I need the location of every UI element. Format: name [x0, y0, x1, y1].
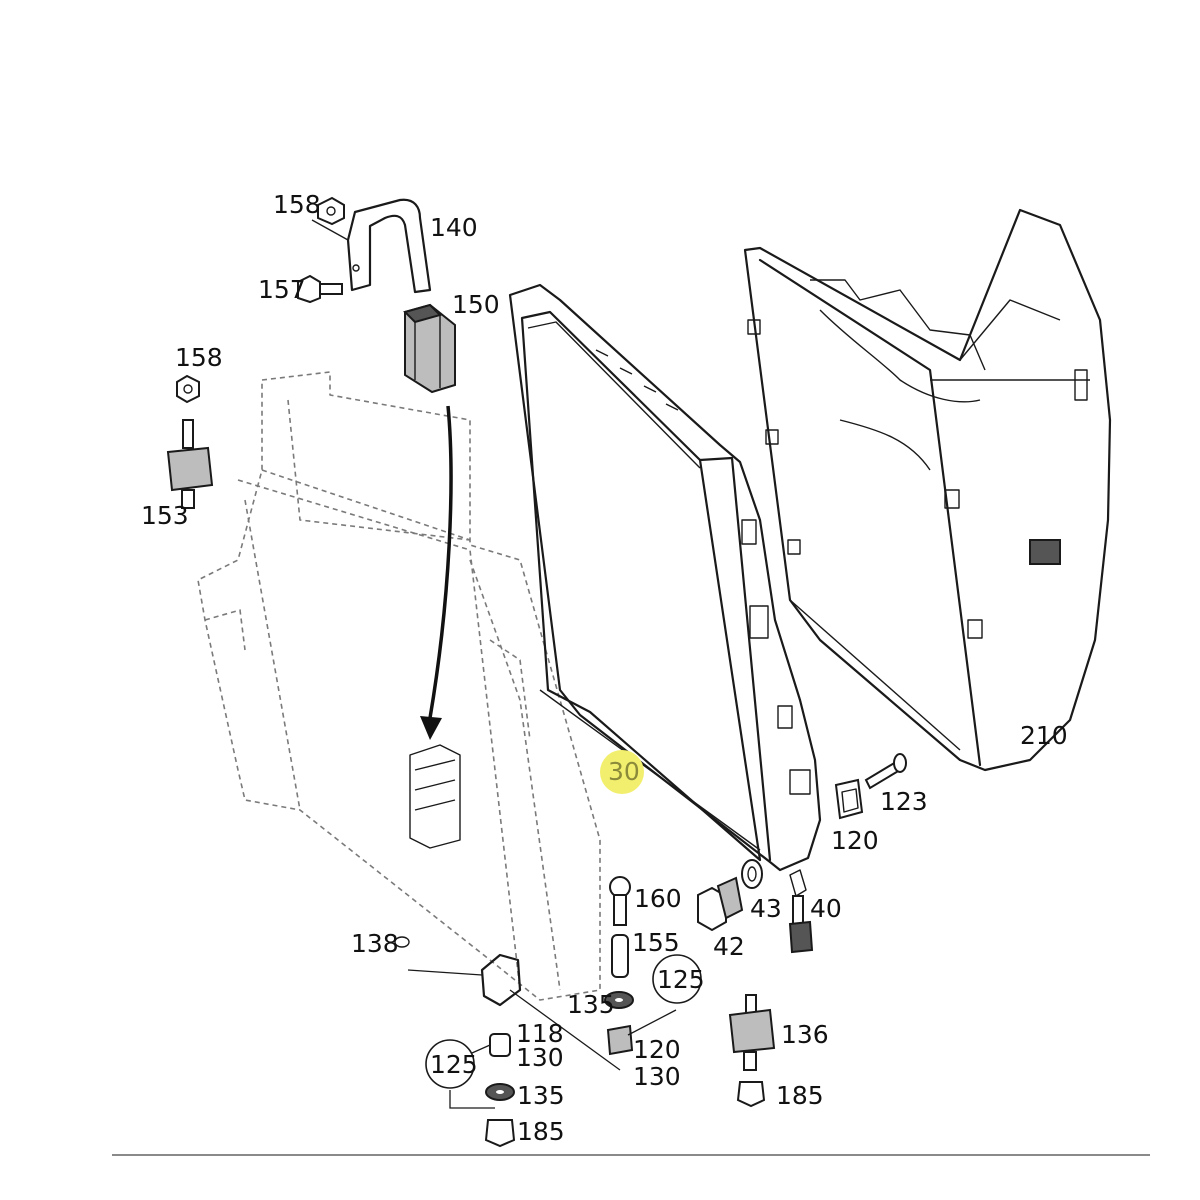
callout-42: 42 — [713, 932, 745, 961]
connector-on-module — [409, 744, 461, 849]
callout-123: 123 — [880, 787, 928, 816]
rubber-mount-part-153 — [166, 419, 214, 509]
callout-157: 157 — [258, 275, 306, 304]
washer-part-138 — [394, 936, 410, 948]
callout-125-low: 125 — [430, 1050, 478, 1079]
circle-125-mid — [652, 954, 702, 1004]
cap-part-185-right — [736, 1081, 766, 1108]
leader-lines — [311, 219, 677, 1109]
spacer-part-155 — [611, 934, 629, 978]
rubber-block-part-150 — [403, 303, 456, 394]
highlight-marker-30 — [600, 750, 644, 794]
callout-158-top: 158 — [273, 190, 321, 219]
bushing-part-118 — [489, 1033, 511, 1057]
bushing-part-120-right — [834, 778, 864, 820]
nut-part-158-left — [176, 374, 200, 404]
callout-138: 138 — [351, 929, 399, 958]
callout-30: 30 — [608, 757, 640, 786]
pin-part-123 — [864, 753, 907, 790]
callout-185-right: 185 — [776, 1081, 824, 1110]
rubber-mount-part-136 — [728, 994, 776, 1071]
washer-part-135-low — [485, 1083, 515, 1101]
sensor-part-40 — [788, 869, 814, 954]
callout-160: 160 — [634, 884, 682, 913]
bolt-part-160 — [609, 876, 631, 926]
drain-plug-part-42 — [697, 876, 744, 932]
callout-135-mid: 135 — [567, 990, 615, 1019]
callout-155: 155 — [632, 928, 680, 957]
callout-136: 136 — [781, 1020, 829, 1049]
callout-135-low: 135 — [517, 1081, 565, 1110]
nut-part-158-top — [317, 196, 345, 226]
callout-185-low: 185 — [517, 1117, 565, 1146]
washer-part-43 — [741, 859, 763, 889]
callout-140: 140 — [430, 213, 478, 242]
callout-210: 210 — [1020, 721, 1068, 750]
radiator-part-30 — [508, 283, 822, 872]
assembly-arrow — [420, 405, 453, 740]
callout-118: 118 — [516, 1019, 564, 1048]
callout-153: 153 — [141, 501, 189, 530]
ghost-condenser-assembly — [197, 371, 601, 1001]
bushing-part-120-mid — [606, 1024, 634, 1056]
bolt-part-157 — [297, 274, 343, 304]
callout-40: 40 — [810, 894, 842, 923]
fan-shroud-part-210 — [743, 208, 1112, 772]
callout-158-left: 158 — [175, 343, 223, 372]
washer-part-135-mid — [604, 991, 634, 1009]
callout-43: 43 — [750, 894, 782, 923]
bracket-part-140 — [346, 198, 432, 294]
callout-150: 150 — [452, 290, 500, 319]
callout-120-right: 120 — [831, 826, 879, 855]
callout-120-mid: 120 — [633, 1035, 681, 1064]
cap-part-185-low — [484, 1119, 516, 1148]
callout-125-mid: 125 — [657, 965, 705, 994]
callout-130-low: 130 — [516, 1043, 564, 1072]
callout-130-mid: 130 — [633, 1062, 681, 1091]
module-foot-bracket — [480, 953, 522, 1007]
circle-125-low — [425, 1039, 475, 1089]
